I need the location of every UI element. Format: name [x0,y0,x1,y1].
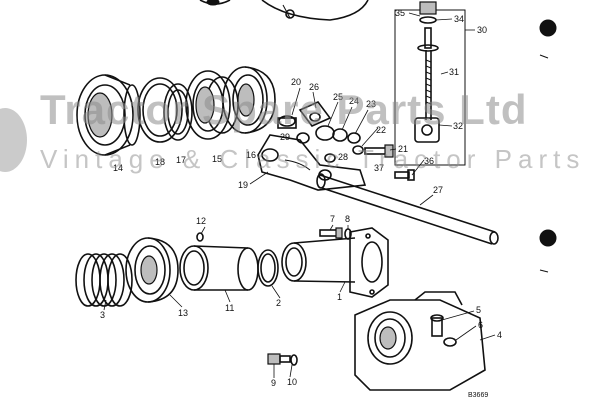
bolt-7-washer-8 [319,227,352,240]
watermark: Tractor Spare Parts Ltd Vintage & Classi… [0,86,585,174]
linkage-20-26-25 [277,101,364,163]
label-18: 18 [155,157,165,167]
oring-2 [257,249,279,287]
label-34: 34 [454,14,464,24]
tube-1 [281,227,389,298]
upper-ring-17 [163,83,193,141]
label-26: 26 [309,82,319,92]
label-29: 29 [280,132,290,142]
label-16: 16 [246,150,256,160]
housing-4 [354,291,486,391]
upper-seal-16 [222,66,276,134]
bolt-36 [394,169,415,181]
rod-assembly-group [394,1,475,166]
label-6: 6 [478,320,483,330]
label-10: 10 [287,377,297,387]
label-8: 8 [345,214,350,224]
seal-13 [125,237,179,303]
label-28: 28 [338,152,348,162]
label-5: 5 [476,305,481,315]
drawing-code: B3669 [468,392,488,399]
watermark-subtitle: Vintage & Classic Tractor Parts [40,144,585,174]
label-25: 25 [333,92,343,102]
label-19: 19 [238,180,248,190]
cross-shaft-27 [316,173,499,245]
label-24: 24 [349,96,359,106]
label-15: 15 [212,154,222,164]
label-13: 13 [178,308,188,318]
watermark-logo [0,108,27,172]
pin-12 [196,232,204,242]
spring-3 [75,253,133,307]
upper-ring-18 [137,77,183,143]
label-17: 17 [176,155,186,165]
label-7: 7 [330,214,335,224]
bolt-9-washer-10 [267,353,298,366]
label-27: 27 [433,185,443,195]
label-21: 21 [398,144,408,154]
label-32: 32 [453,121,463,131]
label-35: 35 [395,8,405,18]
label-3: 3 [100,310,105,320]
label-36: 36 [424,156,434,166]
label-31: 31 [449,67,459,77]
top-housing-fragment [199,0,369,21]
label-11: 11 [225,303,234,313]
part-number-labels: 1 2 3 4 5 6 7 8 9 10 11 12 13 14 15 16 1… [100,8,502,388]
label-30: 30 [477,25,487,35]
label-37: 37 [374,163,384,173]
label-20: 20 [291,77,301,87]
upper-seal-14 [76,74,141,156]
label-1: 1 [337,292,342,302]
label-4: 4 [497,330,502,340]
bolt-21 [364,144,394,158]
bush-11 [179,245,259,291]
label-leader-lines [103,87,496,378]
label-14: 14 [113,163,123,173]
label-22: 22 [376,125,386,135]
page-edge-marks [539,19,557,273]
label-9: 9 [271,378,276,388]
label-23: 23 [366,99,376,109]
label-2: 2 [276,298,281,308]
watermark-title: Tractor Spare Parts Ltd [40,86,527,133]
label-12: 12 [196,216,206,226]
